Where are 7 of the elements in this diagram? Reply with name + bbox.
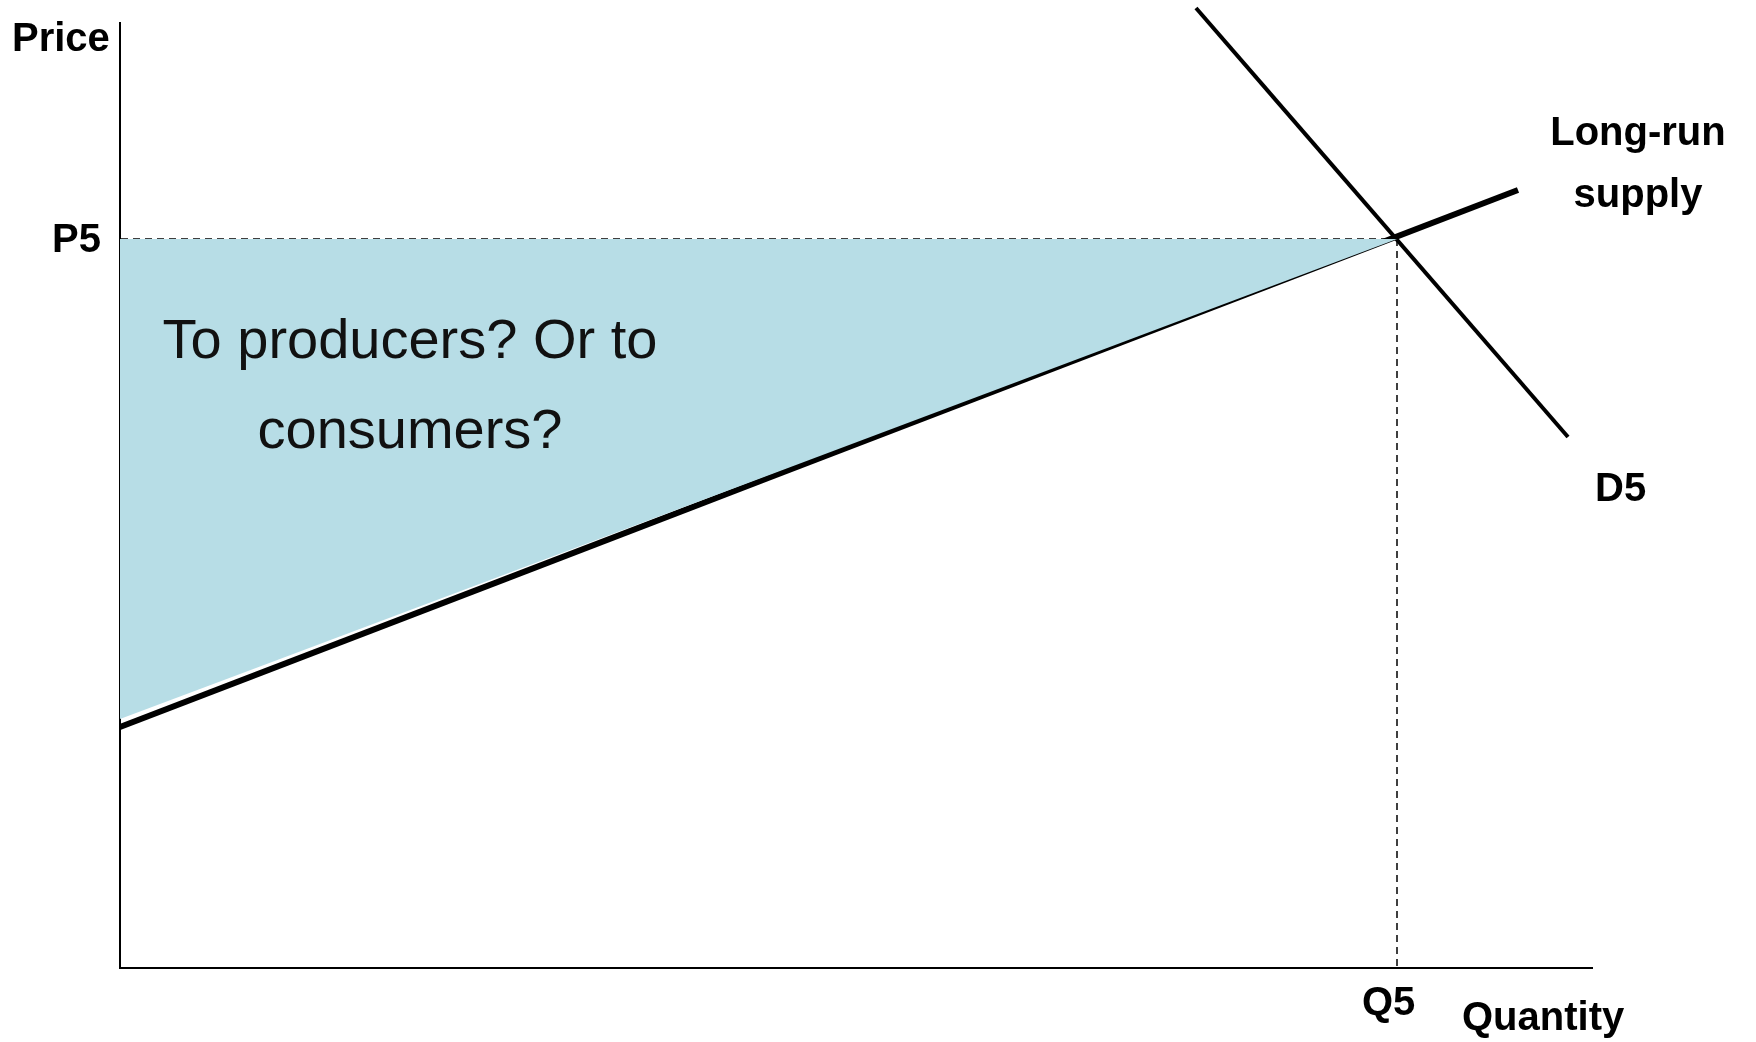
curve-label: Long-run supply — [1549, 108, 1727, 217]
area-question: To producers? Or to consumers? — [161, 306, 659, 462]
quantity-label: Q5 — [1362, 978, 1416, 1024]
curve-label: D5 — [1595, 464, 1647, 510]
axis-label: Quantity — [1462, 993, 1625, 1039]
axis-label: Price — [12, 14, 110, 60]
price-label: P5 — [52, 215, 101, 261]
